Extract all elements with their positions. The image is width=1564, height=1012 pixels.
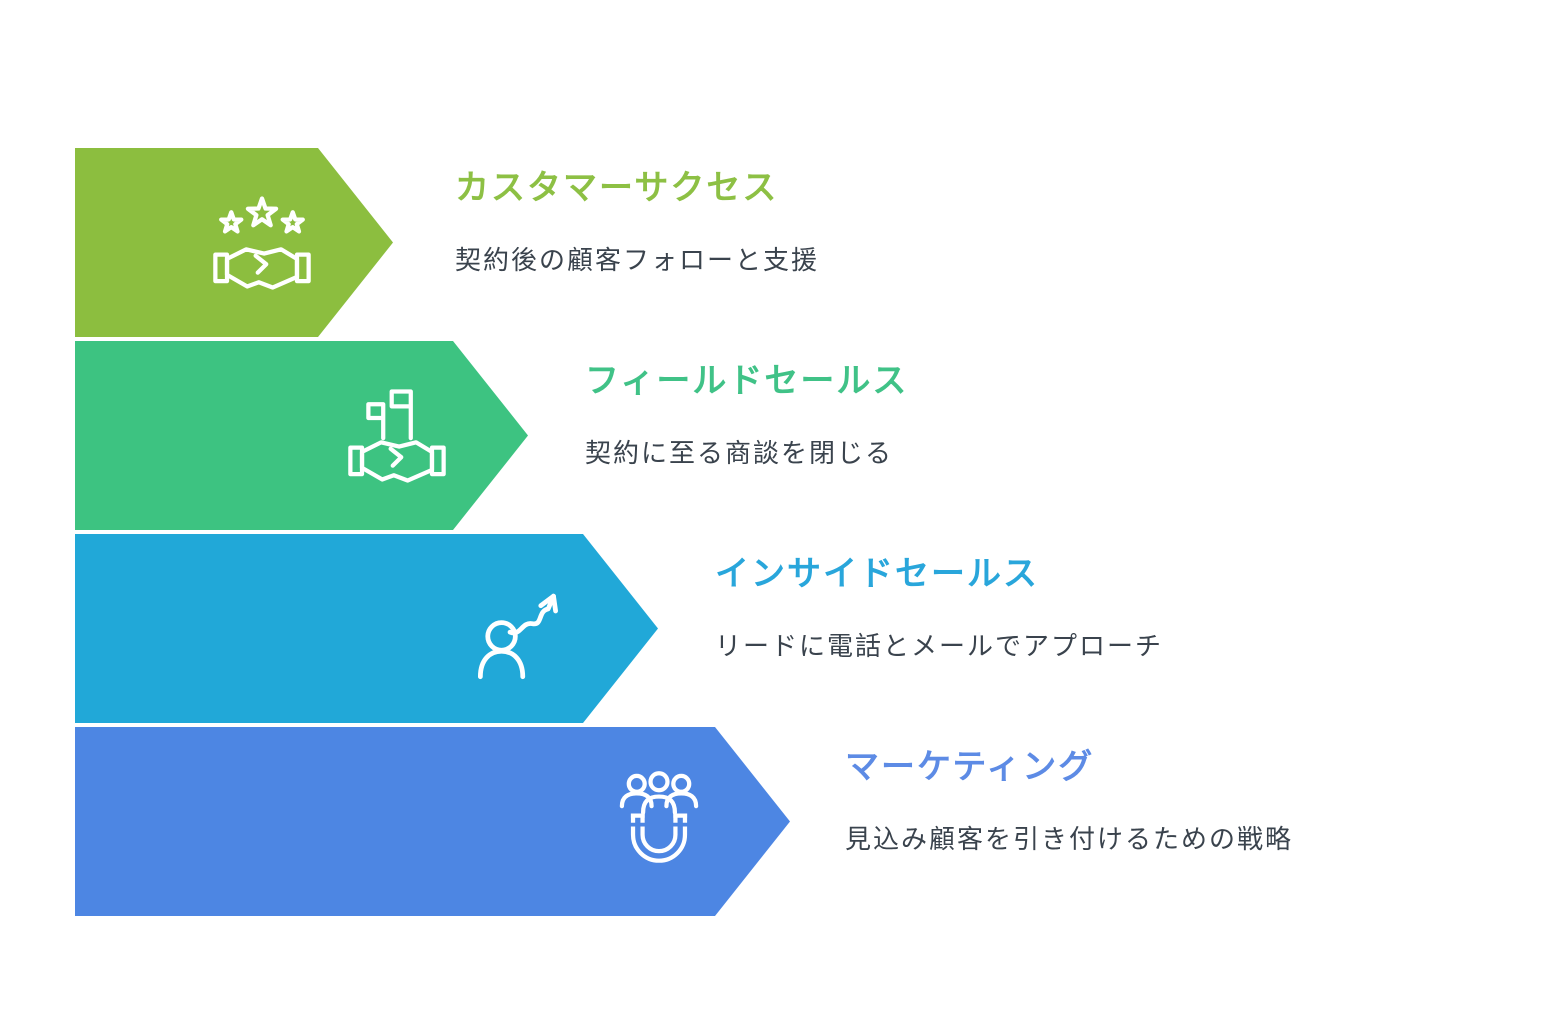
stage-title: フィールドセールス [585, 362, 909, 400]
stage-text-customer-success: カスタマーサクセス 契約後の顧客フォローと支援 [455, 168, 819, 278]
arrow-shape-customer-success [75, 148, 393, 337]
person-arrow-icon [474, 576, 580, 682]
flags-handshake-icon [344, 383, 450, 489]
stage-text-inside-sales: インサイドセールス リードに電話とメールでアプローチ [715, 554, 1163, 664]
stage-title: マーケティング [845, 748, 1095, 786]
stage-subtitle: 契約後の顧客フォローと支援 [455, 244, 820, 275]
arrow-shape-field-sales [75, 341, 528, 530]
stars-handshake-icon [209, 190, 315, 296]
arrow-shape-marketing [75, 727, 790, 916]
arrow-shape-inside-sales [75, 534, 658, 723]
magnet-people-icon [606, 769, 712, 875]
stage-text-marketing: マーケティング 見込み顧客を引き付けるための戦略 [845, 747, 1293, 857]
stage-text-field-sales: フィールドセールス 契約に至る商談を閉じる [585, 361, 908, 471]
stage-subtitle: 見込み顧客を引き付けるための戦略 [845, 823, 1294, 854]
stage-subtitle: 契約に至る商談を閉じる [585, 437, 894, 468]
stage-title: カスタマーサクセス [455, 169, 779, 207]
stage-subtitle: リードに電話とメールでアプローチ [715, 630, 1164, 661]
stage-title: インサイドセールス [715, 555, 1039, 593]
